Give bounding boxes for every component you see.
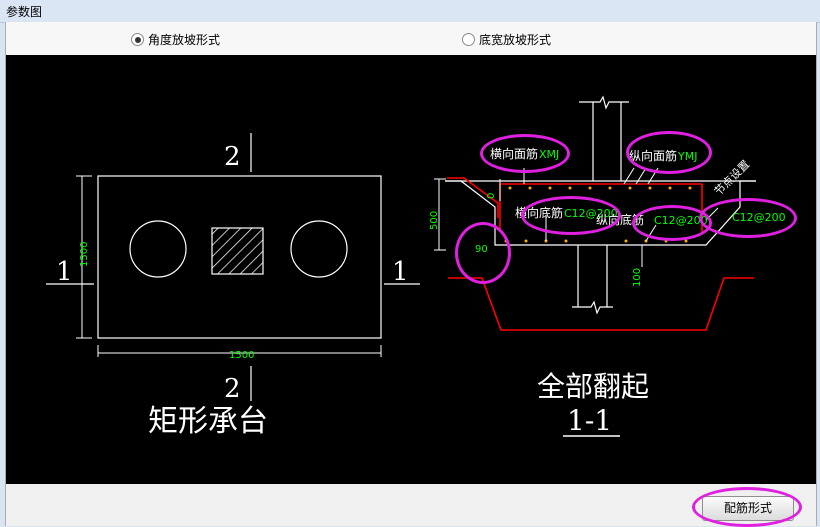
pile-right	[290, 220, 348, 278]
section-value-bottom-transverse: C12@200	[564, 207, 618, 220]
plan-view	[46, 133, 420, 401]
section-angle: 90	[475, 244, 488, 255]
section-slope-note: 节点设置	[712, 158, 752, 198]
plan-section-mark-bottom: 2	[224, 374, 241, 404]
plan-section-mark-top: 2	[224, 142, 241, 172]
section-value-bottom-longitudinal: C12@200	[654, 214, 708, 227]
plan-dim-height: 1500	[79, 242, 90, 267]
radio-angle-slope[interactable]: 角度放坡形式	[131, 31, 220, 48]
radio-bottom-width-slope-label: 底宽放坡形式	[479, 33, 552, 47]
section-caption: 全部翻起	[537, 370, 649, 403]
radio-unselected-icon	[462, 33, 475, 46]
section-label-bottom-transverse: 横向底筋	[515, 205, 563, 220]
radio-selected-icon	[131, 33, 144, 46]
section-label-bottom-longitudinal: 纵向底筋	[596, 212, 644, 227]
drawing-canvas: 2 2 1 1 1500 1500 矩形承台	[6, 55, 816, 484]
plan-section-mark-right: 1	[392, 257, 409, 287]
section-code-top-longitudinal: YMJ	[677, 150, 697, 163]
slope-mode-options: 角度放坡形式 底宽放坡形式	[6, 22, 816, 55]
plan-section-mark-left: 1	[56, 257, 73, 287]
parameter-panel: 角度放坡形式 底宽放坡形式	[5, 22, 817, 527]
plan-caption: 矩形承台	[148, 404, 268, 439]
section-label-top-transverse: 横向面筋	[490, 146, 538, 161]
rebar-form-button[interactable]: 配筋形式	[702, 496, 794, 521]
section-code-top-transverse: XMJ	[539, 148, 559, 161]
plan-dim-width: 1500	[229, 350, 254, 361]
section-label-1-1: 1-1	[567, 404, 612, 437]
section-dim-cover: 100	[632, 268, 643, 287]
window-title: 参数图	[6, 5, 43, 19]
cad-drawing: 2 2 1 1 1500 1500 矩形承台	[46, 95, 786, 439]
column-hatched	[211, 227, 264, 275]
title-bar: 参数图	[0, 0, 820, 23]
section-label-top-longitudinal: 纵向面筋	[629, 148, 677, 163]
radio-bottom-width-slope[interactable]: 底宽放坡形式	[462, 31, 551, 48]
bottom-bar: 配筋形式	[6, 484, 816, 527]
section-value-side: C12@200	[732, 211, 786, 224]
section-view	[434, 95, 756, 331]
section-dim-top: 0	[486, 193, 497, 199]
pile-left	[129, 220, 187, 278]
section-dim-thickness: 500	[429, 211, 440, 230]
pile-cap-outline	[97, 175, 382, 339]
radio-angle-slope-label: 角度放坡形式	[148, 33, 221, 47]
